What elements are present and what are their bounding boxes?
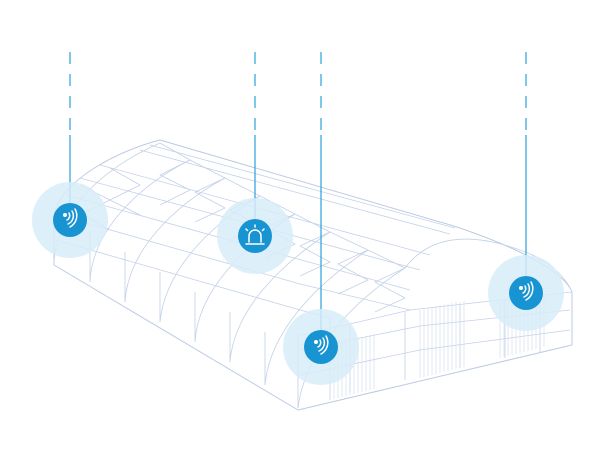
- wireless-signal-icon: [314, 335, 329, 355]
- marker-badge: [304, 330, 338, 364]
- sensor-marker-right[interactable]: [488, 52, 564, 331]
- alarm-marker[interactable]: [217, 52, 293, 274]
- wireless-signal-icon: [519, 281, 534, 301]
- marker-badge: [238, 219, 272, 253]
- marker-badge: [509, 276, 543, 310]
- sensor-marker-left[interactable]: [32, 52, 108, 258]
- siren-alarm-icon: [245, 224, 265, 245]
- sensor-marker-front[interactable]: [283, 52, 359, 385]
- wireless-signal-icon: [63, 208, 78, 228]
- marker-badge: [53, 203, 87, 237]
